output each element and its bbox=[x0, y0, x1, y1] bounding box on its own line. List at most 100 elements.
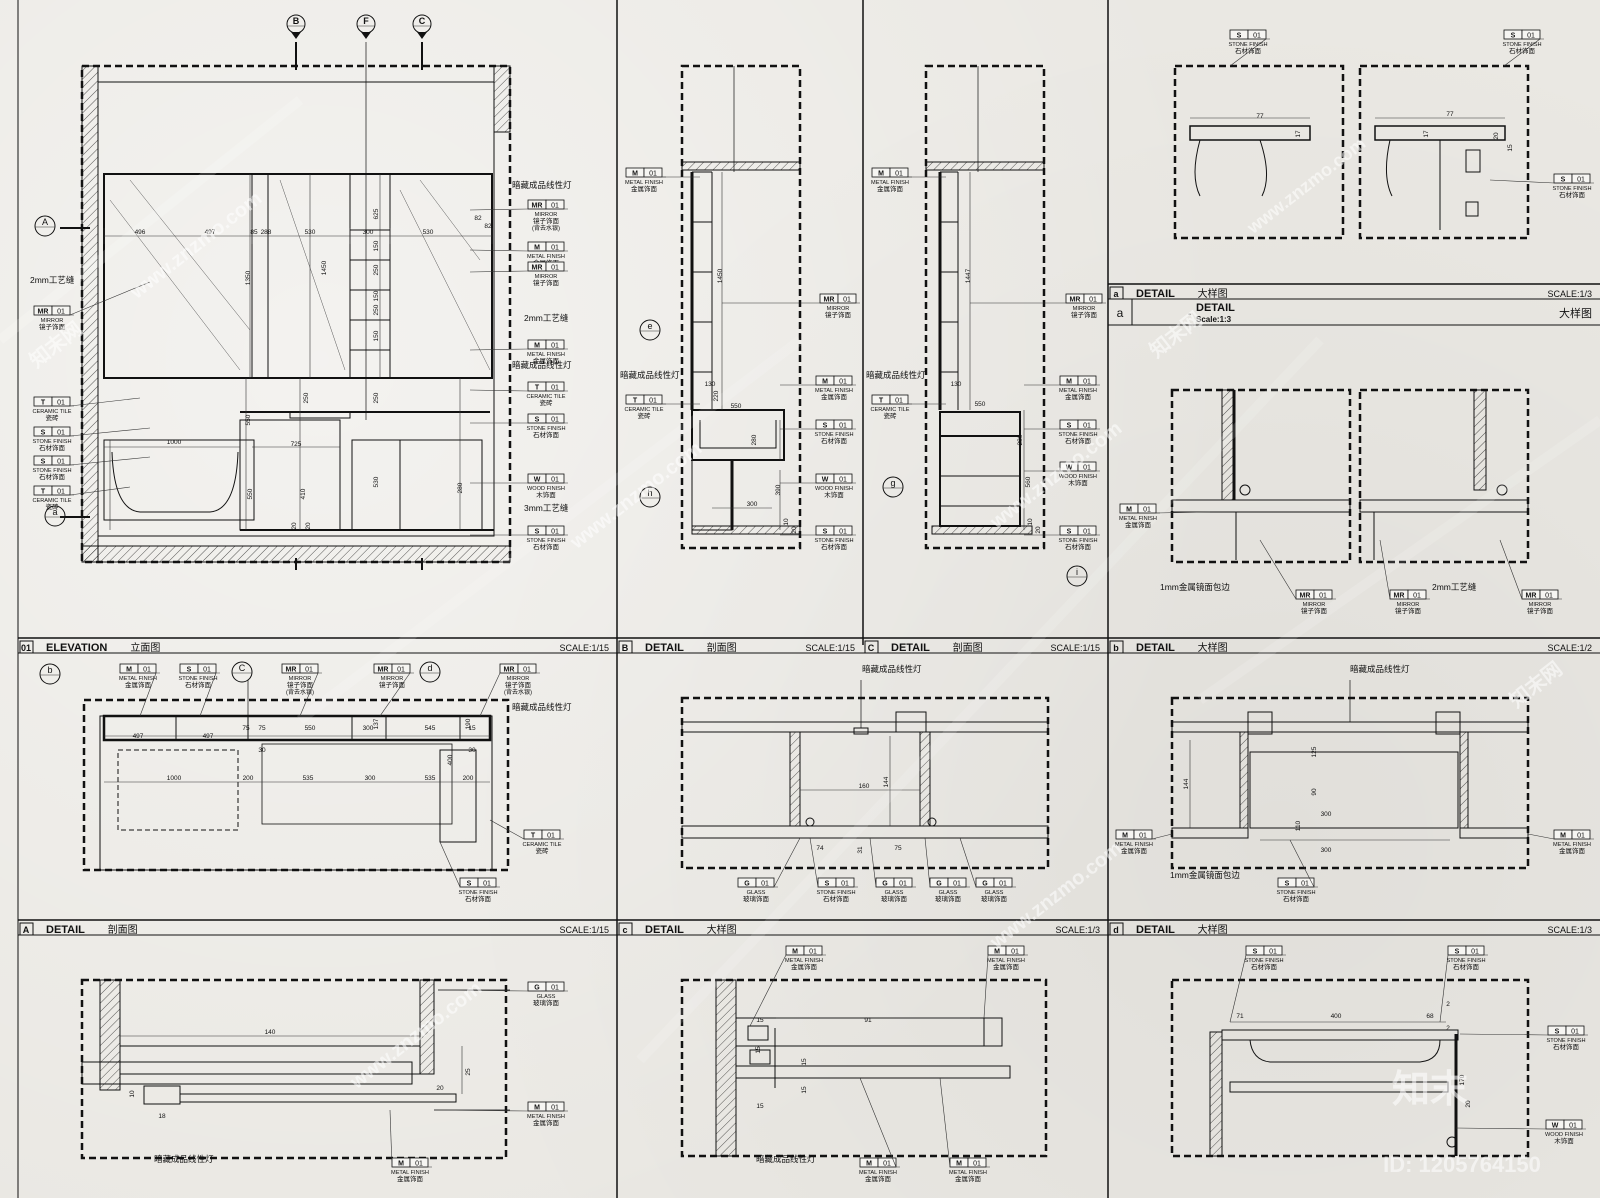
tag-en: MIRROR bbox=[1303, 602, 1326, 608]
tag-en: MIRROR bbox=[381, 676, 404, 682]
tag-en: STONE FINISH bbox=[32, 468, 71, 474]
tag-en: CERAMIC TILE bbox=[522, 842, 561, 848]
panel-title-detail_a_large bbox=[1109, 286, 1124, 300]
dimension-text: 15 bbox=[468, 725, 476, 732]
tag-cn: 瓷砖 bbox=[884, 411, 898, 420]
tag-leader bbox=[69, 397, 141, 407]
dimension-text: 17 bbox=[1423, 130, 1430, 138]
panel-scale: SCALE:1/3 bbox=[1547, 289, 1592, 299]
tag-cn: 石材饰面 bbox=[39, 443, 66, 452]
panel-name-cn: 剖面图 bbox=[953, 641, 983, 654]
tag-num: 01 bbox=[1545, 593, 1553, 600]
dimension-text: 400 bbox=[1331, 1013, 1342, 1020]
tag-num: 01 bbox=[57, 459, 65, 466]
tag-code: W bbox=[1066, 465, 1073, 472]
panel-name-cn: 剖面图 bbox=[108, 923, 138, 936]
tag-code: M bbox=[1066, 379, 1072, 386]
tag-code: M bbox=[1126, 507, 1132, 514]
tag-en: MIRROR bbox=[1073, 306, 1096, 312]
tag-leader bbox=[1229, 954, 1247, 1023]
dimension-text: 250 bbox=[373, 392, 380, 403]
dimension-text: 130 bbox=[951, 381, 962, 388]
material-tag-s bbox=[780, 419, 856, 430]
tag-en: GLASS bbox=[939, 890, 958, 896]
panel-id: C bbox=[868, 643, 875, 653]
tag-en: METAL FINISH bbox=[987, 958, 1025, 964]
tag-en: STONE FINISH bbox=[1058, 538, 1097, 544]
tag-cn: 玻璃饰面 bbox=[981, 894, 1008, 903]
tag-en: MIRROR bbox=[289, 676, 312, 682]
tag-num: 01 bbox=[551, 245, 559, 252]
tag-num: 01 bbox=[57, 309, 65, 316]
material-tag-m bbox=[1119, 503, 1211, 514]
tag-leader bbox=[959, 837, 977, 888]
material-tag-m bbox=[983, 945, 1028, 1019]
dimension-text: 15 bbox=[801, 1058, 808, 1066]
tag-cn: 瓷砖 bbox=[540, 398, 554, 407]
elevation-drawing bbox=[60, 42, 512, 570]
section-marker-label: a bbox=[52, 507, 57, 517]
tag-cn: 镜子饰面 bbox=[825, 310, 852, 319]
tag-en: CERAMIC TILE bbox=[32, 498, 71, 504]
tag-code: G bbox=[744, 881, 750, 888]
panel-id: b bbox=[1113, 643, 1119, 653]
material-tag-g bbox=[869, 837, 916, 888]
tag-leader bbox=[299, 672, 319, 717]
dimension-text: 1000 bbox=[167, 775, 182, 782]
tag-code: G bbox=[936, 881, 942, 888]
tag-cn: 镜子饰面 bbox=[379, 680, 406, 689]
panel-id-box bbox=[1109, 640, 1124, 654]
dimension-text: 20 bbox=[436, 1085, 444, 1092]
watermark-text: 知末网 bbox=[1145, 307, 1207, 363]
dimension-text: 18 bbox=[158, 1113, 166, 1120]
tag-cn: 玻璃饰面 bbox=[743, 894, 770, 903]
panel-name-cn: 立面图 bbox=[130, 641, 160, 654]
tag-en: METAL FINISH bbox=[527, 352, 565, 358]
panel-scale: SCALE:1/15 bbox=[559, 643, 609, 653]
material-tag-m bbox=[1115, 829, 1173, 840]
material-tag-m bbox=[469, 241, 568, 252]
tag-num: 01 bbox=[483, 881, 491, 888]
tag-en: STONE FINISH bbox=[32, 439, 71, 445]
tag-cn: 石材饰面 bbox=[1509, 46, 1536, 55]
tag-num: 01 bbox=[1577, 177, 1585, 184]
tag-en: STONE FINISH bbox=[1546, 1038, 1585, 1044]
dimension-text: 497 bbox=[203, 733, 214, 740]
dimension-text: 497 bbox=[133, 733, 144, 740]
material-tag-s bbox=[1489, 173, 1594, 184]
tag-en: METAL FINISH bbox=[527, 1114, 565, 1120]
section-marker-label: i bbox=[1076, 567, 1078, 577]
note-metal-edge: 1mm金属镜面包边 bbox=[1170, 870, 1240, 880]
dimension-text: 82 bbox=[474, 215, 482, 222]
tag-cn: 镜子饰面 bbox=[533, 216, 560, 225]
tag-num: 01 bbox=[523, 667, 531, 674]
tag-num: 01 bbox=[953, 881, 961, 888]
dimension-text: 10 bbox=[1027, 518, 1034, 526]
dimension-text: 25 bbox=[465, 1068, 472, 1076]
tag-en: METAL FINISH bbox=[1553, 842, 1591, 848]
tag-note: (背去水银) bbox=[504, 688, 532, 696]
tag-num: 01 bbox=[899, 881, 907, 888]
material-tag-s bbox=[1024, 525, 1100, 536]
tag-cn: 瓷砖 bbox=[638, 411, 652, 420]
tag-cn: 金属饰面 bbox=[821, 392, 848, 401]
tag-leader bbox=[1229, 38, 1267, 67]
tag-leader bbox=[1499, 539, 1523, 600]
detail-b-section-drawing bbox=[680, 680, 1050, 870]
tag-leader bbox=[139, 672, 157, 717]
tag-cn: 镜子饰面 bbox=[1395, 606, 1422, 615]
material-tag-mr bbox=[1379, 539, 1430, 600]
tag-cn: 石材饰面 bbox=[1283, 894, 1310, 903]
material-tag-mr bbox=[1499, 539, 1562, 600]
panel-id: 01 bbox=[21, 643, 31, 653]
tag-leader bbox=[69, 427, 151, 437]
panel-name: DETAIL bbox=[645, 642, 684, 654]
tag-leader bbox=[469, 270, 529, 273]
tag-en: GLASS bbox=[747, 890, 766, 896]
dimension-text: 31 bbox=[857, 846, 864, 854]
material-tag-s bbox=[1439, 945, 1488, 1023]
tag-cn: 石材饰面 bbox=[465, 894, 492, 903]
tag-num: 01 bbox=[1139, 833, 1147, 840]
tag-code: S bbox=[535, 529, 540, 536]
dimension-text: 20 bbox=[291, 522, 298, 530]
